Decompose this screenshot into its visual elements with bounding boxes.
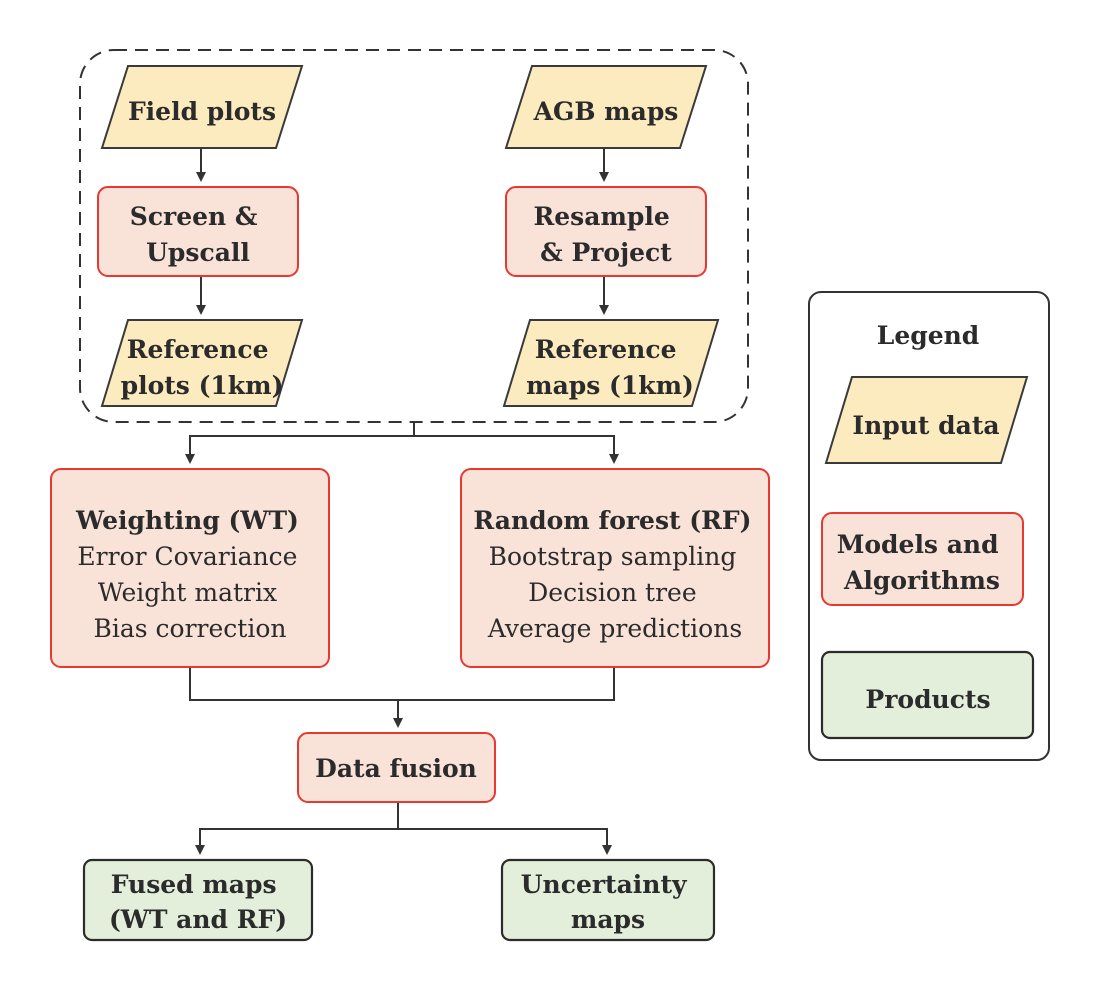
legend-item-model: Models and Algorithms — [821, 512, 1024, 606]
weighting-label: Weighting (WT) Error Covariance Weight m… — [75, 506, 304, 643]
screen-upscall-label: Screen & Upscall — [130, 202, 266, 267]
node-reference-maps: Reference maps (1km) — [502, 319, 720, 407]
resample-project-label: Resample & Project — [533, 202, 678, 267]
node-screen-upscall: Screen & Upscall — [97, 186, 299, 277]
edge-fusion-to-uncertainty — [398, 828, 612, 855]
edge-random-forest-merge — [398, 668, 615, 701]
node-agb-maps: AGB maps — [504, 65, 708, 149]
edges — [185, 149, 619, 855]
legend: Legend Input data Models and Algorithms … — [808, 291, 1050, 761]
node-weighting: Weighting (WT) Error Covariance Weight m… — [50, 468, 330, 668]
data-fusion-label: Data fusion — [315, 754, 477, 783]
reference-plots-label: Reference plots (1km) — [121, 335, 284, 400]
legend-title: Legend — [877, 321, 980, 350]
reference-maps-label: Reference maps (1km) — [526, 335, 694, 400]
legend-item-product: Products — [820, 650, 1035, 740]
edge-weighting-merge — [189, 668, 398, 701]
legend-input-label: Input data — [852, 411, 999, 440]
legend-model-label: Models and Algorithms — [837, 530, 1008, 595]
field-plots-label: Field plots — [128, 97, 276, 126]
legend-item-input: Input data — [824, 376, 1029, 464]
edge-split-to-weighting — [185, 435, 414, 464]
node-uncertainty-maps: Uncertainty maps — [500, 858, 716, 942]
legend-product-label: Products — [865, 685, 990, 714]
uncertainty-maps-label: Uncertainty maps — [521, 870, 696, 934]
agb-maps-label: AGB maps — [533, 97, 679, 126]
fused-maps-label: Fused maps (WT and RF) — [109, 870, 287, 934]
node-resample-project: Resample & Project — [505, 186, 707, 277]
edge-split-to-random-forest — [414, 435, 619, 464]
node-field-plots: Field plots — [100, 65, 304, 149]
edge-fusion-to-fused-maps — [195, 828, 398, 855]
node-reference-plots: Reference plots (1km) — [100, 319, 304, 407]
node-random-forest: Random forest (RF) Bootstrap sampling De… — [460, 468, 770, 668]
node-fused-maps: Fused maps (WT and RF) — [82, 858, 314, 942]
node-data-fusion: Data fusion — [297, 732, 496, 803]
random-forest-label: Random forest (RF) Bootstrap sampling De… — [473, 506, 756, 643]
